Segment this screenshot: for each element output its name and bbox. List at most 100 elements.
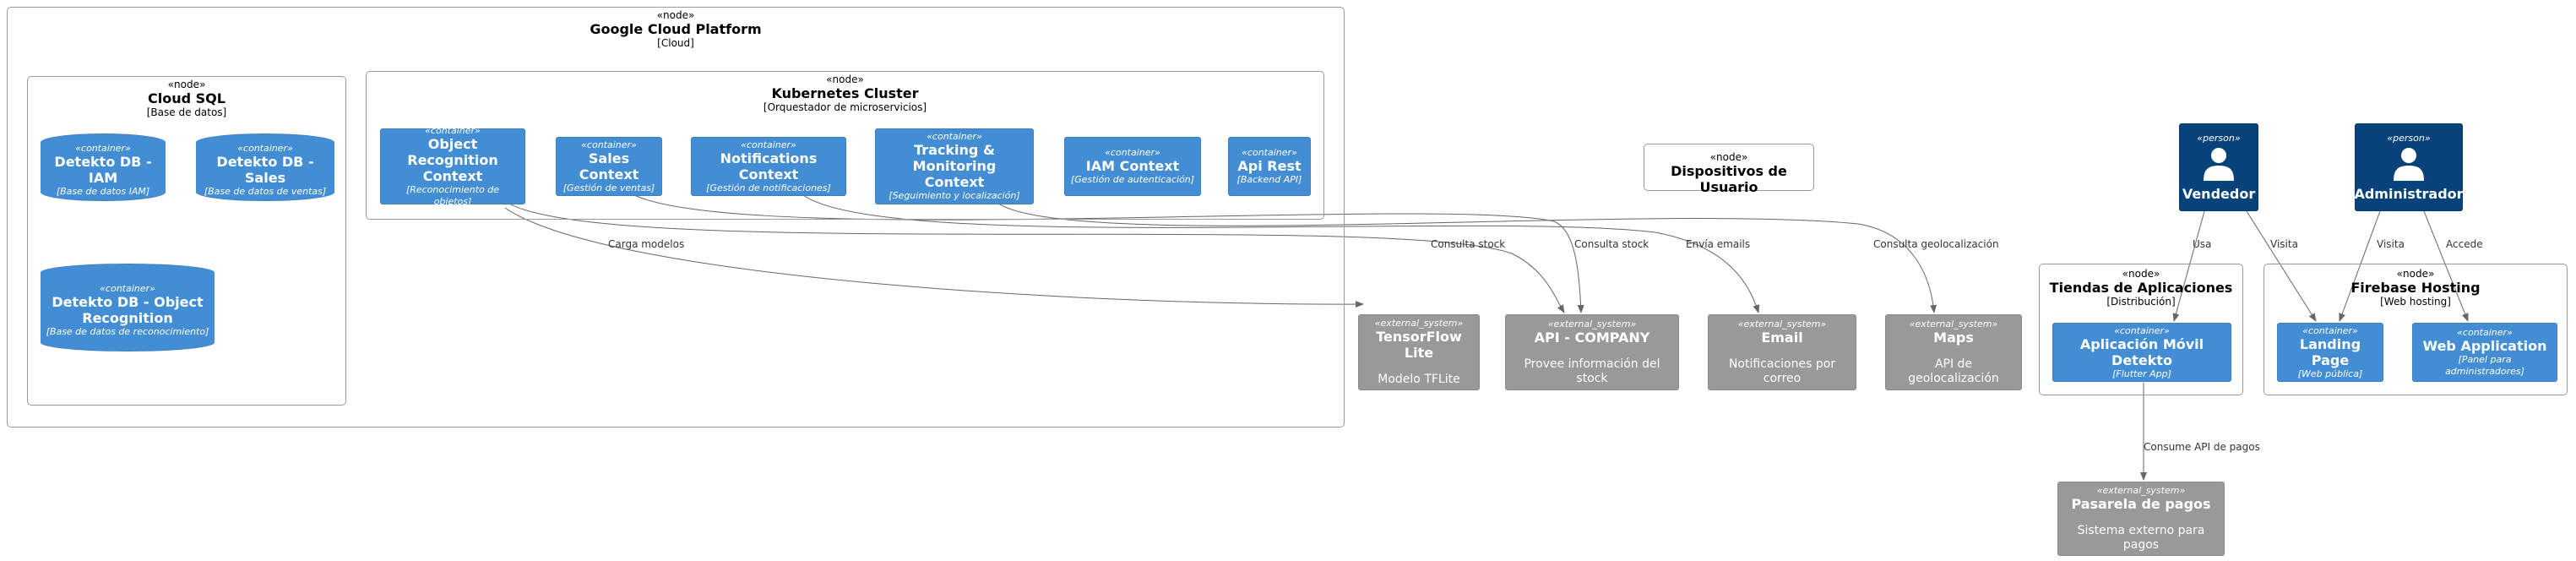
database-object-recognition[interactable]: «container» Detekto DB - Object Recognit… [41,264,215,351]
edge-label: Visita [2377,238,2405,250]
external-payment-gateway[interactable]: «external_system» Pasarela de pagos Sist… [2057,482,2225,556]
db-stereotype: «container» [100,282,155,294]
container-desc: [Reconocimiento de objetos] [405,184,500,207]
external-stereotype: «external_system» [1547,319,1637,330]
person-administrador[interactable]: «person» Administrador [2354,123,2464,211]
container-desc: [Flutter App] [2112,368,2171,379]
container-stereotype: «container» [2457,327,2513,338]
edge-consulta-geo [994,200,1937,313]
node-title: Dispositivos de Usuario [1671,163,1787,195]
container-desc: [Gestión de ventas] [562,182,655,193]
node-title: Firebase Hosting [2350,280,2481,296]
edge-label: Accede [2446,238,2483,250]
container-object-recognition[interactable]: «container» Object Recognition Context [… [380,125,525,207]
node-kubernetes: «node» Kubernetes Cluster [Orquestador d… [366,71,1324,220]
container-web-application[interactable]: «container» Web Application [Panel para … [2412,323,2557,382]
edge-consulta-stock-sales [620,185,1584,313]
container-name: Aplicación Móvil Detekto [2079,335,2204,368]
person-name: Vendedor [2182,186,2256,202]
external-api-company[interactable]: «external_system» API - COMPANY Provee i… [1505,314,1679,390]
db-stereotype: «container» [75,142,131,154]
db-name: Detekto DB - IAM [54,153,152,186]
container-stereotype: «container» [2114,324,2170,336]
container-desc: [Web pública] [2297,368,2363,379]
container-stereotype: «container» [1242,147,1297,158]
person-icon [2204,148,2234,181]
container-name: Tracking & Monitoring Context [912,142,997,190]
container-desc: [Gestión de notificaciones] [706,182,831,193]
person-stereotype: «person» [2197,133,2241,144]
container-notifications[interactable]: «container» Notifications Context [Gesti… [691,137,846,196]
node-title: Google Cloud Platform [590,21,762,37]
external-desc: Modelo TFLite [1378,373,1460,386]
external-maps[interactable]: «external_system» Maps API de geolocaliz… [1885,314,2022,390]
edge-carga-modelos [504,207,1364,308]
container-name: IAM Context [1085,158,1180,174]
edge-label: Carga modelos [608,238,685,250]
person-stereotype: «person» [2387,133,2431,144]
edge-label: Usa [2193,238,2212,250]
container-mobile-app[interactable]: «container» Aplicación Móvil Detekto [Fl… [2052,323,2231,382]
edge-visita-vendedor [2246,210,2317,322]
container-sales[interactable]: «container» Sales Context [Gestión de ve… [556,137,662,196]
external-stereotype: «external_system» [1737,319,1827,330]
node-title: Kubernetes Cluster [771,85,919,101]
container-landing-page[interactable]: «container» Landing Page [Web pública] [2277,323,2383,382]
external-stereotype: «external_system» [1374,318,1464,329]
container-name: Object Recognition Context [407,136,498,184]
node-cloud-sql: «node» Cloud SQL [Base de datos] [27,76,346,406]
node-stereotype: «node» [1709,151,1748,163]
database-sales[interactable]: «container» Detekto DB - Sales [Base de … [196,133,334,201]
edge-consulta-stock-or [504,200,1565,313]
container-name: Landing Page [2299,335,2361,368]
container-stereotype: «container» [1105,147,1160,158]
container-stereotype: «container» [927,131,982,142]
node-stereotype: «node» [2122,268,2160,280]
db-stereotype: «container» [237,142,293,154]
external-name: API - COMPANY [1534,330,1650,346]
db-name: Detekto DB - Sales [216,153,314,186]
node-type: [Orquestador de microservicios] [763,101,927,113]
container-desc: [Panel para administradores] [2445,354,2524,377]
external-tensorflow-lite[interactable]: «external_system» TensorFlow Lite Modelo… [1358,314,1480,390]
container-name: Notifications Context [720,150,818,182]
db-desc: [Base de datos de ventas] [204,185,327,197]
node-type: [Distribución] [2106,296,2176,308]
node-stereotype: «node» [656,9,695,21]
container-desc: [Gestión de autenticación] [1070,174,1195,185]
external-name: TensorFlow Lite [1376,329,1462,361]
person-name: Administrador [2354,186,2464,202]
node-firebase: «node» Firebase Hosting [Web hosting] [2264,264,2568,395]
external-name: Maps [1933,330,1974,346]
container-api-rest[interactable]: «container» Api Rest [Backend API] [1228,137,1311,196]
db-desc: [Base de datos de reconocimiento] [46,325,209,337]
container-iam[interactable]: «container» IAM Context [Gestión de aute… [1064,137,1201,196]
container-stereotype: «container» [2302,324,2358,336]
container-name: Api Rest [1237,158,1302,174]
database-iam[interactable]: «container» Detekto DB - IAM [Base de da… [41,133,166,201]
external-desc: Sistema externo para pagos [2077,524,2205,552]
node-type: [Web hosting] [2380,296,2451,308]
edge-label: Visita [2270,238,2298,250]
edge-label: Envía emails [1686,238,1751,250]
edge-usa [2172,210,2205,322]
person-vendedor[interactable]: «person» Vendedor [2179,123,2258,211]
external-stereotype: «external_system» [1909,319,1998,330]
edge-accede [2423,210,2469,322]
container-name: Web Application [2422,338,2547,354]
external-email[interactable]: «external_system» Email Notificaciones p… [1708,314,1856,390]
node-gcp: «node» Google Cloud Platform [Cloud] [7,7,1345,428]
container-tracking[interactable]: «container» Tracking & Monitoring Contex… [875,128,1034,204]
external-desc: API de geolocalización [1908,357,1999,385]
container-name: Sales Context [579,150,639,182]
node-devices: «node» Dispositivos de Usuario [1644,144,1814,195]
edge-envia-emails [802,193,1760,313]
external-name: Pasarela de pagos [2071,496,2211,512]
edge-label: Consulta stock [1574,238,1649,250]
db-desc: [Base de datos IAM] [56,185,150,197]
edge-visita-admin [2339,210,2381,322]
person-icon [2394,148,2424,181]
node-title: Cloud SQL [148,90,226,106]
node-stereotype: «node» [826,74,864,85]
